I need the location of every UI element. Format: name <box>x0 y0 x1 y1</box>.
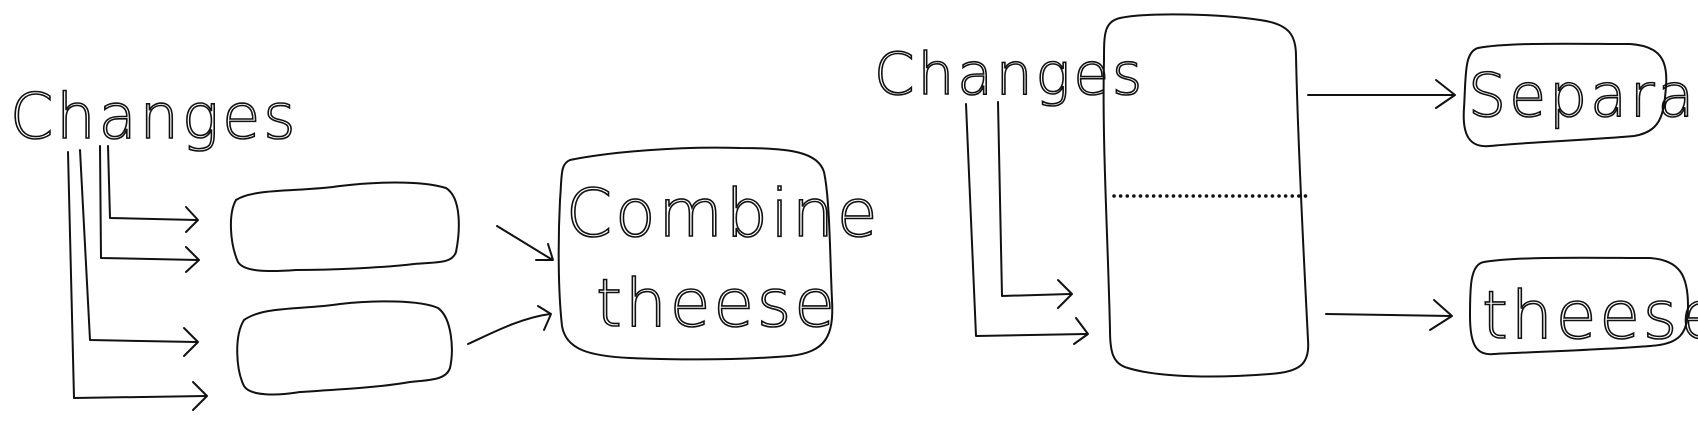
right-diagram: Changes Separate theese <box>873 13 1698 378</box>
right-target-label-bottom: theese <box>1482 277 1698 354</box>
right-target-label-top: Separate <box>1468 61 1698 131</box>
left-connector-2-arrowhead <box>185 246 200 273</box>
right-split-arrow-bottom-head <box>1429 299 1453 331</box>
left-connector-4 <box>67 151 207 399</box>
left-target-box <box>557 146 834 361</box>
right-connector-1-arrowhead <box>1057 279 1073 309</box>
left-target-label-line-2: theese <box>596 265 838 342</box>
left-merge-arrow-top-head <box>535 243 554 261</box>
right-target-box-bottom <box>1469 256 1689 356</box>
left-change-box-bottom <box>236 300 453 396</box>
right-connector-1 <box>997 101 1071 297</box>
left-connector-3 <box>79 149 197 343</box>
right-target-box-top <box>1462 42 1668 148</box>
left-connectors <box>67 145 208 411</box>
right-split-arrow-top-head <box>1435 79 1456 109</box>
right-source-box <box>1102 13 1310 378</box>
left-change-box-top <box>229 181 460 272</box>
left-connector-3-arrowhead <box>183 327 199 357</box>
right-changes-label: Changes <box>874 40 1145 108</box>
left-connector-1-arrowhead <box>185 206 199 233</box>
left-merge-arrow-bottom <box>467 313 551 345</box>
left-merge-arrow-bottom-head <box>537 305 552 331</box>
left-connector-1 <box>107 145 197 221</box>
right-split-arrow-bottom <box>1325 313 1452 317</box>
right-connector-2-arrowhead <box>1073 317 1089 345</box>
left-target-label-line-1: Combine <box>566 175 880 252</box>
left-connector-2 <box>99 145 199 261</box>
left-connector-4-arrowhead <box>192 381 208 411</box>
left-changes-label: Changes <box>10 80 299 153</box>
left-diagram: Changes Combine theese <box>9 79 880 411</box>
right-connector-2 <box>965 103 1087 337</box>
left-merge-arrow-top <box>496 225 552 260</box>
